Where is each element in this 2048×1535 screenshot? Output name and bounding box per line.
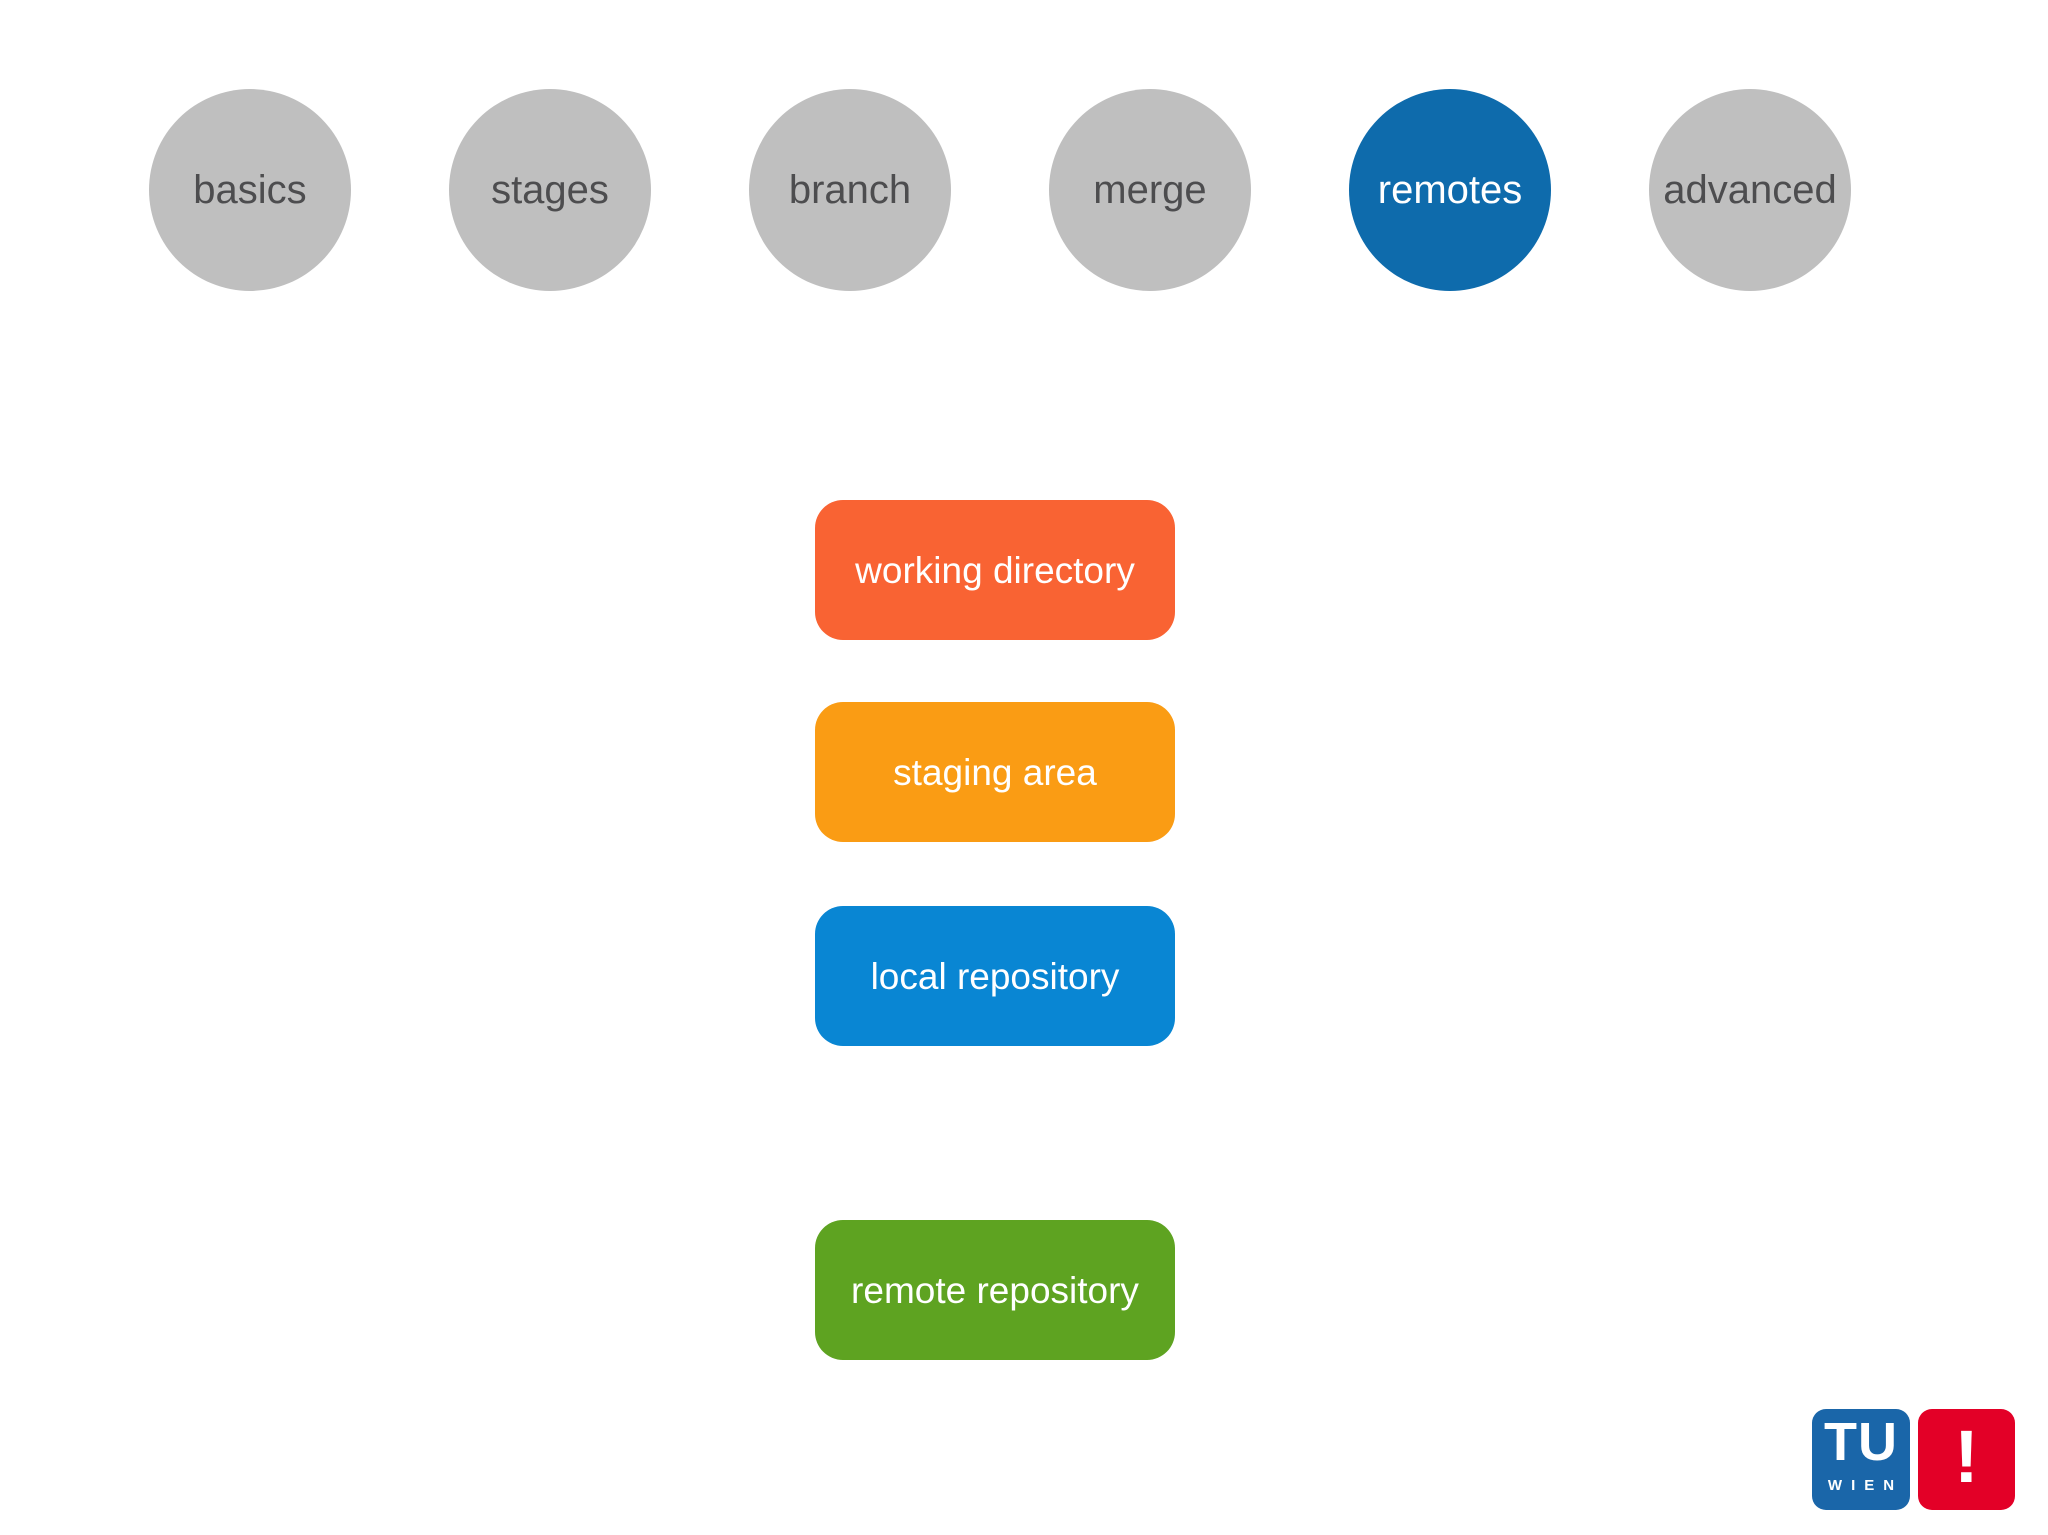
diagram-node-staging-area-label: staging area [893,751,1097,793]
nav-circle-stages-label: stages [491,168,609,212]
nav-circle-branch[interactable]: branch [749,89,951,291]
nav-circle-advanced-label: advanced [1663,168,1837,212]
nav-circle-stages[interactable]: stages [449,89,651,291]
tu-wien-logo-wien-text: WIEN [1827,1477,1904,1495]
nav-circle-remotes-active[interactable]: remotes [1349,89,1551,291]
diagram-node-working-directory-label: working directory [855,549,1135,591]
nav-circle-basics-label: basics [193,168,307,212]
nav-circle-branch-label: branch [788,168,912,212]
diagram-node-local-repository-label: local repository [870,955,1120,997]
nav-circle-remotes-label: remotes [1377,168,1523,212]
diagram-node-staging-area: staging area [815,702,1175,842]
diagram-node-working-directory: working directory [815,500,1175,640]
tu-wien-logo-tu-text: TU [1824,1412,1898,1472]
nav-circle-merge[interactable]: merge [1049,89,1251,291]
exclamation-icon: ! [1954,1414,1979,1498]
tu-wien-logo-blue-square: TU WIEN [1812,1409,1910,1510]
diagram-node-local-repository: local repository [815,906,1175,1046]
tu-wien-logo-exclamation-square: ! [1918,1409,2015,1510]
diagram-node-remote-repository: remote repository [815,1220,1175,1360]
diagram-node-remote-repository-label: remote repository [851,1269,1139,1311]
tu-wien-logo: TU WIEN ! [1812,1409,2016,1510]
nav-circle-merge-label: merge [1093,168,1207,212]
nav-circle-basics[interactable]: basics [149,89,351,291]
nav-circle-advanced[interactable]: advanced [1649,89,1851,291]
